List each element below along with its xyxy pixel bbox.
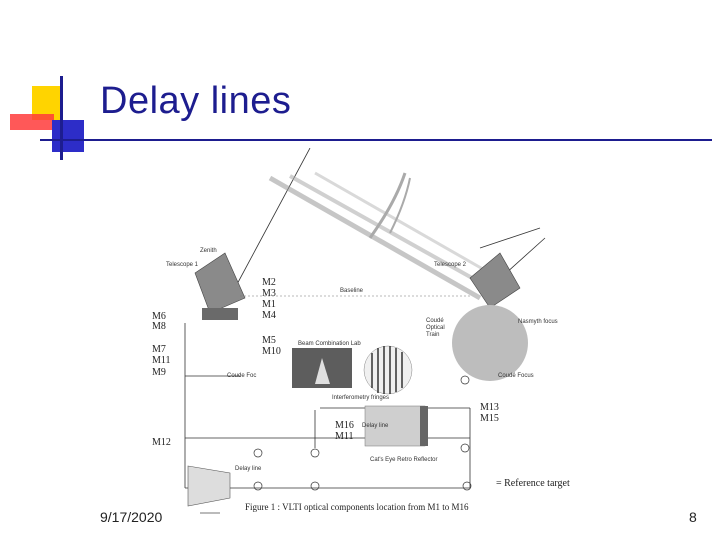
logo-vertical-line — [60, 76, 63, 160]
label-coude-3: Train — [426, 332, 439, 338]
interferometry-fringes — [363, 345, 413, 395]
figure-caption: Figure 1 : VLTI optical components locat… — [245, 502, 469, 512]
label-telescope-1: Telescope 1 — [166, 262, 199, 268]
slide-date: 9/17/2020 — [100, 509, 163, 525]
label-m12: M12 — [152, 437, 171, 448]
label-m3: M3 — [262, 288, 276, 299]
label-delay-line-bottom: Delay line — [235, 466, 262, 472]
vlti-diagram: Zenith Telescope 1 Telescope 2 Baseline … — [152, 148, 570, 514]
reference-target-markers — [253, 375, 472, 491]
label-m10: M10 — [262, 346, 281, 357]
label-nasmyth-focus: Nasmyth focus — [518, 319, 558, 325]
slide-title: Delay lines — [100, 80, 292, 122]
logo-red-bar — [10, 114, 54, 130]
label-m16: M16 — [335, 420, 354, 431]
label-interferometry-fringes: Interferometry fringes — [332, 395, 389, 401]
label-m2: M2 — [262, 277, 276, 288]
label-baseline: Baseline — [340, 288, 364, 294]
wavefronts — [268, 171, 496, 301]
label-m1: M1 — [262, 299, 276, 310]
title-divider — [40, 139, 712, 141]
label-m9: M9 — [152, 367, 166, 378]
label-m15-right: M15 — [480, 413, 499, 424]
label-coude-focus-right: Coudé Focus — [498, 373, 534, 379]
label-m6: M6 — [152, 311, 166, 322]
telescope-1 — [194, 252, 246, 320]
label-m11: M11 — [152, 355, 171, 366]
logo-blue-square — [52, 120, 84, 152]
beam-paths — [184, 323, 471, 489]
label-zenith: Zenith — [200, 248, 217, 254]
slide-page-number: 8 — [689, 509, 697, 525]
label-cats-eye: Cat's Eye Retro Reflector — [370, 457, 438, 463]
telescope-2 — [452, 252, 528, 381]
bottom-delay-line — [187, 465, 231, 514]
label-m11-bottom: M11 — [335, 431, 354, 442]
label-coude-2: Optical — [426, 325, 445, 331]
label-coude-focus-left: Coude Foc — [227, 373, 256, 379]
label-m5: M5 — [262, 335, 276, 346]
incoming-ray — [234, 148, 311, 289]
label-m8: M8 — [152, 321, 166, 332]
label-coude-1: Coudé — [426, 318, 444, 324]
label-reference-target: = Reference target — [496, 478, 570, 489]
label-m13: M13 — [480, 402, 499, 413]
label-delay-line-lab: Delay line — [362, 423, 389, 429]
delay-line-box — [364, 405, 426, 447]
label-beam-combination-lab: Beam Combination Lab — [298, 341, 361, 347]
label-telescope-2: Telescope 2 — [434, 262, 467, 268]
label-m7: M7 — [152, 344, 166, 355]
label-m4: M4 — [262, 310, 276, 321]
slide-logo — [10, 76, 84, 160]
